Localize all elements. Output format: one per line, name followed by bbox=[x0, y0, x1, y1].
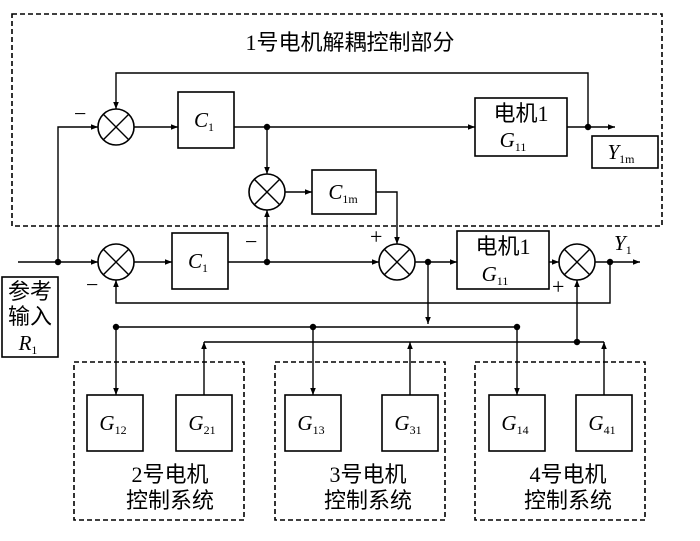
svg-text:电机1: 电机1 bbox=[493, 101, 548, 126]
motor3-caption-line2: 控制系统 bbox=[324, 488, 412, 513]
svg-text:C1m: C1m bbox=[328, 180, 358, 206]
coupling-block-g21: G21 bbox=[175, 394, 233, 452]
motor4-caption-line2: 控制系统 bbox=[524, 488, 612, 513]
svg-text:Y1m: Y1m bbox=[607, 140, 635, 166]
motor1-block-bottom: 电机1 G11 bbox=[456, 230, 550, 290]
sum-junction-top bbox=[97, 108, 135, 146]
output-y1-label: Y1 bbox=[614, 231, 632, 257]
section-title: 1号电机解耦控制部分 bbox=[245, 30, 454, 55]
svg-text:G12: G12 bbox=[99, 411, 126, 437]
svg-text:C1: C1 bbox=[194, 108, 214, 134]
sum-junction-bottom-mid bbox=[378, 243, 416, 281]
motor4-caption-line1: 4号电机 bbox=[529, 462, 606, 487]
svg-text:电机1: 电机1 bbox=[475, 234, 530, 259]
svg-text:G41: G41 bbox=[588, 411, 615, 437]
controller-c1-top: C1 bbox=[177, 91, 235, 149]
svg-text:G14: G14 bbox=[501, 411, 528, 437]
controller-c1-bottom: C1 bbox=[171, 232, 229, 290]
main-feedback-line bbox=[113, 262, 611, 304]
motor3-subsystem-region bbox=[274, 361, 446, 521]
reference-input-box: 参考 输入 R1 bbox=[1, 276, 59, 358]
sum-junction-c1m bbox=[248, 173, 286, 211]
controller-c1m: C1m bbox=[311, 169, 377, 215]
motor2-caption-line1: 2号电机 bbox=[131, 462, 208, 487]
decoupling-region bbox=[11, 13, 663, 227]
svg-text:R1: R1 bbox=[18, 331, 38, 357]
svg-text:G31: G31 bbox=[394, 411, 421, 437]
svg-text:G13: G13 bbox=[297, 411, 324, 437]
reference-branch-top bbox=[57, 124, 98, 262]
sum-junction-bottom-left bbox=[97, 243, 135, 281]
minus-sign-c1m: − bbox=[245, 229, 257, 254]
minus-sign-top: − bbox=[74, 101, 86, 126]
motor3-caption-line1: 3号电机 bbox=[329, 462, 406, 487]
motor2-caption-line2: 控制系统 bbox=[126, 488, 214, 513]
svg-text:输入: 输入 bbox=[8, 304, 52, 329]
motor4-subsystem-region bbox=[474, 361, 646, 521]
minus-sign-bottom: − bbox=[86, 272, 98, 297]
motor1-block-top: 电机1 G11 bbox=[474, 97, 568, 157]
coupling-block-g14: G14 bbox=[488, 394, 546, 452]
svg-text:G11: G11 bbox=[482, 262, 509, 288]
plus-sign-output: + bbox=[552, 274, 564, 299]
svg-text:参考: 参考 bbox=[8, 279, 52, 304]
coupling-block-g41: G41 bbox=[575, 394, 633, 452]
output-y1m-box: Y1m bbox=[591, 135, 659, 169]
coupling-block-g31: G31 bbox=[381, 394, 439, 452]
svg-text:G21: G21 bbox=[188, 411, 215, 437]
top-feedback-line bbox=[113, 72, 589, 127]
coupling-block-g13: G13 bbox=[284, 394, 342, 452]
motor2-subsystem-region bbox=[73, 361, 245, 521]
svg-text:C1: C1 bbox=[188, 249, 208, 275]
svg-text:G11: G11 bbox=[500, 128, 527, 154]
plus-sign-mid: + bbox=[370, 224, 382, 249]
coupling-block-g12: G12 bbox=[86, 394, 144, 452]
